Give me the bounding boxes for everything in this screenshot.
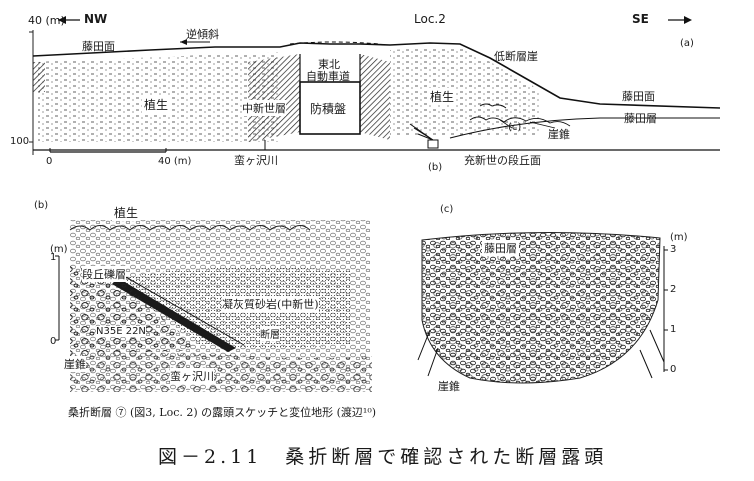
tick-b-1: 1 — [50, 252, 57, 263]
reverse-slope-label: 逆傾斜 — [186, 28, 219, 41]
scale-bottom-label: 100 — [10, 136, 30, 147]
terrace-label: 充新世の段丘面 — [464, 154, 541, 167]
figure-caption: 図－2.11 桑折断層で確認された断層露頭 — [158, 446, 608, 468]
panel-a-tag: (a) — [680, 38, 694, 49]
unit-b: (m) — [50, 244, 68, 255]
embankment-label: 防積盤 — [310, 102, 347, 116]
river-label-a: 蛮ヶ沢川 — [234, 154, 278, 167]
figure-subcaption: 桑折断層 ⑦ (図3, Loc. 2) の露頭スケッチと変位地形 (渡辺¹⁰) — [68, 406, 377, 419]
talus-label-a: 崖錐 — [548, 128, 570, 141]
tick-c-1: 1 — [670, 324, 677, 335]
fujita-surface-right: 藤田面 — [622, 90, 655, 103]
fujita-layer-label: 藤田層 — [624, 112, 657, 125]
panel-c-tag: (c) — [440, 204, 454, 215]
gravel-label: 段丘礫層 — [82, 266, 126, 282]
fault-note: 断層 — [260, 326, 280, 341]
panel-b-tag: (b) — [34, 200, 49, 211]
vegetation-b-label: 植生 — [112, 204, 141, 221]
panel-c-sketch — [417, 231, 668, 384]
expressway-label: 自動車道 — [306, 70, 350, 83]
talus-c-label: 崖錐 — [438, 380, 460, 393]
tohoku-label: 東北 — [318, 58, 340, 71]
strike-label: N35E 22N — [96, 326, 146, 337]
tick-c-3: 3 — [670, 244, 677, 255]
river-b-label: 蛮ヶ沢川 — [170, 368, 214, 384]
vegetation-right-label: 植生 — [428, 88, 457, 105]
unit-c: (m) — [670, 232, 688, 243]
scale-bar-start: 0 — [46, 156, 53, 167]
c-mark: (c) — [508, 122, 522, 133]
low-scarp-label: 低断層崖 — [494, 50, 538, 63]
miocene-label: 中新世層 — [242, 100, 286, 116]
talus-b-label: 崖錐 — [64, 356, 86, 372]
direction-se: SE — [632, 12, 649, 26]
tick-b-0: 0 — [50, 336, 57, 347]
panel-b-sketch — [55, 220, 372, 392]
location-label: Loc.2 — [414, 12, 446, 26]
tick-c-2: 2 — [670, 284, 677, 295]
fujita-surface-left: 藤田面 — [82, 40, 115, 53]
tick-c-0: 0 — [670, 364, 677, 375]
scale-bar-end: 40 (m) — [158, 156, 192, 167]
vegetation-left-label: 植生 — [142, 96, 171, 113]
tuff-label: 凝灰質砂岩(中新世) — [222, 296, 319, 312]
direction-nw: NW — [84, 12, 108, 26]
scale-top-label: 40 (m) — [28, 14, 65, 27]
fujita-layer-c-label: 藤田層 — [482, 240, 519, 256]
b-mark: (b) — [428, 162, 443, 173]
panel-a-cross-section — [29, 16, 721, 155]
